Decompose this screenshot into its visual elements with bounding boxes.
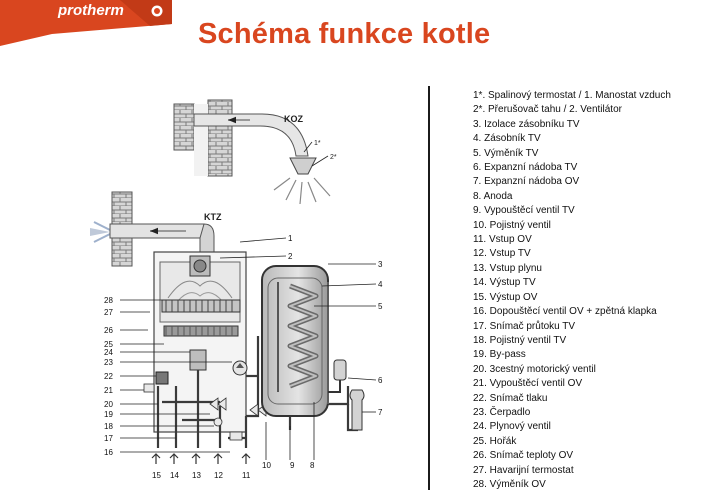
callout-10: 10 — [262, 461, 271, 470]
callout-2: 2 — [288, 252, 293, 261]
callout-7: 7 — [378, 408, 383, 417]
page-title: Schéma funkce kotle — [198, 18, 491, 50]
callout-11: 11 — [242, 471, 251, 480]
legend-item: 28. Výměník OV — [473, 478, 546, 490]
callout-8: 8 — [310, 461, 315, 470]
legend-item: 2*. Přerušovač tahu / 2. Ventilátor — [473, 104, 622, 116]
column-divider — [428, 86, 430, 490]
koz-callout-2: 2* — [330, 154, 337, 161]
heat-exchanger-28 — [161, 299, 241, 313]
callout-14: 14 — [170, 471, 179, 480]
callout-4: 4 — [378, 280, 383, 289]
callout-12: 12 — [214, 471, 223, 480]
callout-26: 26 — [104, 326, 113, 335]
callout-21: 21 — [104, 386, 113, 395]
callout-16: 16 — [104, 448, 113, 457]
legend-item: 21. Vypouštěcí ventil OV — [473, 378, 583, 390]
koz-callout-1: 1* — [314, 140, 321, 147]
legend-item: 12. Vstup TV — [473, 248, 531, 260]
legend-list: 1*. Spalinový termostat / 1. Manostat vz… — [473, 89, 671, 492]
legend-item: 25. Hořák — [473, 435, 517, 447]
callout-19: 19 — [104, 410, 113, 419]
burner-25 — [163, 325, 239, 337]
legend-item: 23. Čerpadlo — [473, 406, 531, 418]
legend-item: 5. Výměník TV — [473, 147, 539, 159]
callout-13: 13 — [192, 471, 201, 480]
callout-15: 15 — [152, 471, 161, 480]
logo-text: protherm — [57, 2, 124, 19]
legend-item: 27. Havarijní termostat — [473, 464, 574, 476]
callout-5: 5 — [378, 302, 383, 311]
legend-item: 10. Pojistný ventil — [473, 219, 551, 231]
legend-item: 22. Snímač tlaku — [473, 392, 548, 404]
callout-23: 23 — [104, 358, 113, 367]
boiler-diagram: KOZ 1* 2* KTZ — [90, 99, 383, 480]
legend-item: 15. Výstup OV — [473, 291, 538, 303]
legend-item: 6. Expanzní nádoba TV — [473, 162, 578, 174]
callout-20: 20 — [104, 400, 113, 409]
legend-item: 9. Vypouštěcí ventil TV — [473, 205, 575, 217]
expansion-vessel-6 — [333, 359, 347, 381]
callout-1: 1 — [288, 234, 293, 243]
callout-17: 17 — [104, 434, 113, 443]
ktz-label: KTZ — [204, 212, 222, 222]
legend-item: 3. Izolace zásobníku TV — [473, 118, 580, 130]
callout-3: 3 — [378, 260, 383, 269]
legend-item: 26. Snímač teploty OV — [473, 450, 574, 462]
legend-item: 14. Výstup TV — [473, 277, 536, 289]
protherm-logo: protherm — [0, 0, 172, 46]
callout-6: 6 — [378, 376, 383, 385]
koz-label: KOZ — [284, 114, 304, 124]
callout-18: 18 — [104, 422, 113, 431]
legend-item: 20. 3cestný motorický ventil — [473, 363, 596, 375]
legend-item: 13. Vstup plynu — [473, 262, 542, 274]
callout-9: 9 — [290, 461, 295, 470]
callout-25: 25 — [104, 340, 113, 349]
legend-item: 18. Pojistný ventil TV — [473, 334, 567, 346]
callout-22: 22 — [104, 372, 113, 381]
legend-item: 11. Vstup OV — [473, 234, 532, 246]
legend-item: 1*. Spalinový termostat / 1. Manostat vz… — [473, 90, 671, 101]
callout-24: 24 — [104, 348, 113, 357]
legend-item: 19. By-pass — [473, 349, 526, 361]
callout-27: 27 — [104, 308, 113, 317]
legend-item: 17. Snímač průtoku TV — [473, 320, 576, 332]
callout-28: 28 — [104, 296, 113, 305]
legend-item: 4. Zásobník TV — [473, 133, 541, 145]
legend-item: 8. Anoda — [473, 190, 513, 202]
legend-item: 24. Plynový ventil — [473, 421, 551, 433]
expansion-vessel-7 — [349, 389, 365, 431]
koz-chimney — [173, 99, 331, 205]
legend-item: 16. Dopouštěcí ventil OV + zpětná klapka — [473, 306, 657, 318]
legend-item: 7. Expanzní nádoba OV — [473, 176, 580, 188]
